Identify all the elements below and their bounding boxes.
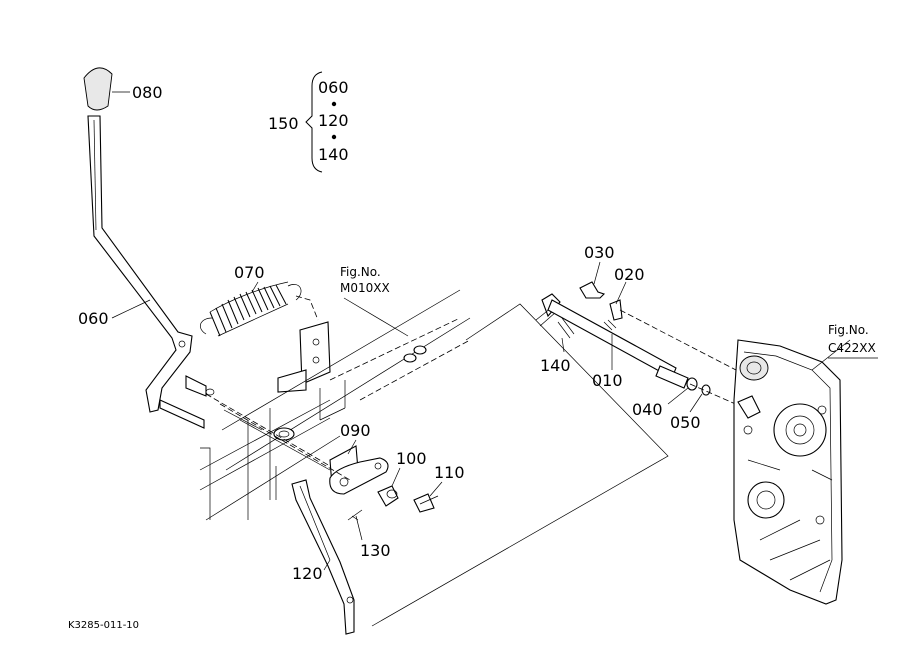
shift-shaft <box>535 281 741 407</box>
figure-references: Fig.No. M010XX Fig.No. C422XX <box>340 265 876 355</box>
label-070: 070 <box>234 263 265 282</box>
spring <box>199 281 319 337</box>
label-140: 140 <box>540 356 571 375</box>
bushing-100 <box>377 485 399 507</box>
label-kit-140: 140 <box>318 145 349 164</box>
label-130: 130 <box>360 541 391 560</box>
fig-ref-c422-code: C422XX <box>828 341 876 355</box>
fig-ref-m010-code: M010XX <box>340 281 390 295</box>
pin-140 <box>557 317 575 339</box>
leader-lines <box>111 91 878 571</box>
lever-pin <box>159 399 205 429</box>
clip-020 <box>609 299 623 321</box>
fig-ref-c422-title: Fig.No. <box>828 323 869 337</box>
label-030: 030 <box>584 243 615 262</box>
pin-130 <box>347 509 363 521</box>
link-plate <box>329 457 389 495</box>
label-090: 090 <box>340 421 371 440</box>
lever-knob <box>83 67 113 111</box>
label-080: 080 <box>132 83 163 102</box>
label-kit-120: 120 <box>318 111 349 130</box>
part-labels: 080 150 060 120 140 070 060 030 020 140 … <box>78 78 701 583</box>
label-020: 020 <box>614 265 645 284</box>
lever-arm <box>87 115 193 413</box>
seal-040 <box>686 377 698 391</box>
kit-bracket <box>305 71 337 173</box>
label-050: 050 <box>670 413 701 432</box>
label-120: 120 <box>292 564 323 583</box>
shift-lever <box>83 67 215 429</box>
kit-dot-1 <box>331 101 337 107</box>
label-kit-060: 060 <box>318 78 349 97</box>
linkage-group <box>205 393 439 521</box>
label-040: 040 <box>632 400 663 419</box>
label-010: 010 <box>592 371 623 390</box>
kit-dot-2 <box>331 134 337 140</box>
fig-ref-m010-title: Fig.No. <box>340 265 381 279</box>
label-110: 110 <box>434 463 465 482</box>
label-150: 150 <box>268 114 299 133</box>
reference-outline <box>371 303 669 627</box>
lever-boss <box>185 375 207 397</box>
bolt-030 <box>579 281 606 299</box>
transmission-case <box>733 339 843 605</box>
lower-lever <box>291 479 355 635</box>
bolt-110 <box>413 493 435 513</box>
label-100: 100 <box>396 449 427 468</box>
frame-bracket <box>199 289 471 521</box>
drawing-code: K3285-011-10 <box>68 620 139 631</box>
ring-050 <box>701 384 711 396</box>
label-060: 060 <box>78 309 109 328</box>
